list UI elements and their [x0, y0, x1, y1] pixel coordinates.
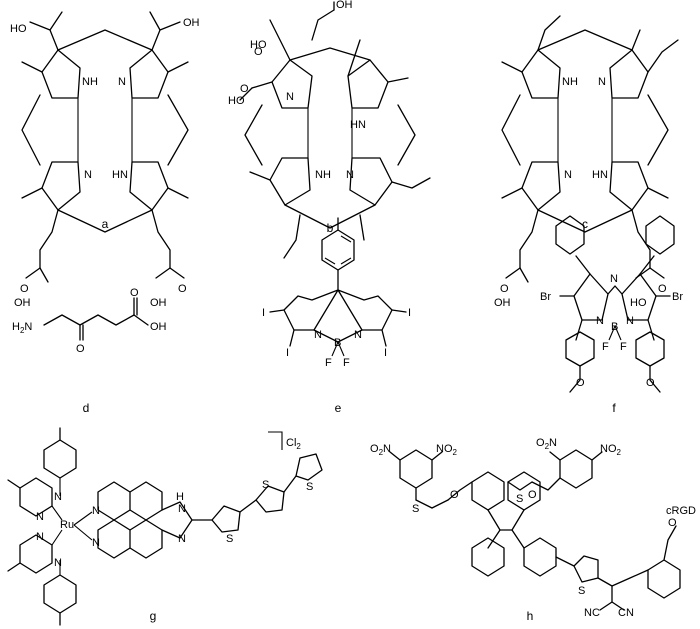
atom-n-f3: N	[626, 315, 634, 327]
atom-n-g2: N	[36, 511, 44, 523]
atom-hn-c: HN	[592, 169, 608, 181]
atom-nh-c: NH	[562, 76, 578, 88]
atom-cn-h: CN	[618, 607, 634, 619]
atom-f-e2: F	[343, 357, 350, 369]
atom-nc-h: NC	[584, 607, 600, 619]
label-d: d	[83, 401, 90, 415]
atom-n-g7: N	[178, 503, 186, 515]
atom-ho-c: HO	[630, 297, 647, 309]
atom-s-h3: S	[578, 585, 585, 597]
structure-e: I I I I N N B F F e	[262, 217, 411, 415]
atom-n-g6: N	[92, 537, 100, 549]
atom-hn-b: HN	[350, 119, 366, 131]
label-b: b	[327, 221, 334, 235]
atom-s-g3: S	[306, 481, 313, 493]
atom-ho-a: HO	[10, 23, 27, 35]
atom-n-c1: N	[598, 76, 606, 88]
atom-nh-a: NH	[82, 76, 98, 88]
atom-n-b1: N	[286, 91, 294, 103]
atom-hn-a: HN	[112, 169, 128, 181]
label-e: e	[335, 401, 342, 415]
atom-o-c2: O	[658, 283, 667, 295]
structure-b: OH HO O HO O N HN NH N b	[228, 0, 431, 259]
structure-h: O2N NO2 O2N NO2 S O O S S NC CN O cRGD h	[370, 437, 696, 623]
atom-ho-b: HO	[250, 39, 267, 51]
atom-no2-h1: NO2	[436, 443, 458, 457]
atom-n-g8: N	[178, 533, 186, 545]
atom-o-b2: O	[240, 83, 249, 95]
atom-oh-b1: OH	[336, 0, 353, 11]
atom-n-a2: N	[84, 169, 92, 181]
atom-oh-d: OH	[150, 321, 167, 333]
atom-o-d1: O	[76, 343, 85, 355]
atom-b-f: B	[611, 321, 618, 333]
atom-s-g1: S	[226, 533, 233, 545]
atom-cl-g: Cl2	[286, 437, 301, 451]
atom-n-e1: N	[314, 329, 322, 341]
atom-n-g5: N	[92, 505, 100, 517]
label-f: f	[612, 401, 616, 415]
atom-o-a2: O	[178, 283, 187, 295]
atom-o-h1: O	[450, 489, 459, 501]
structure-d: H2N O O OH d	[12, 287, 167, 415]
atom-n-g4: N	[54, 557, 62, 569]
label-c: c	[582, 217, 588, 231]
label-h: h	[527, 609, 534, 623]
label-g: g	[150, 609, 157, 623]
atom-s-g2: S	[262, 479, 269, 491]
atom-o-h2: O	[528, 489, 537, 501]
atom-ho-b2: HO	[228, 95, 245, 107]
atom-i-e3: I	[286, 347, 289, 359]
atom-n-b2: N	[346, 169, 354, 181]
atom-s-h2: S	[516, 493, 523, 505]
atom-no2-h2: NO2	[600, 443, 622, 457]
atom-o-c1: O	[500, 283, 509, 295]
atom-i-e2: I	[408, 307, 411, 319]
atom-nh-b: NH	[315, 169, 331, 181]
atom-i-e4: I	[384, 347, 387, 359]
structure-f: N Br Br N N B F F O O f	[540, 215, 683, 415]
atom-oh-a3: OH	[150, 297, 167, 309]
atom-o2n-h2: O2N	[536, 437, 557, 451]
atom-f-e1: F	[325, 357, 332, 369]
atom-i-e1: I	[262, 307, 265, 319]
atom-h-g: H	[176, 491, 184, 503]
atom-n-f1: N	[610, 273, 618, 285]
atom-h2n-d: H2N	[12, 321, 32, 335]
atom-o-f2: O	[646, 377, 655, 389]
structure-g: Cl2 Ru N N N N N N H N N S S S g	[7, 427, 323, 626]
atom-n-e2: N	[354, 329, 362, 341]
atom-n-c2: N	[564, 169, 572, 181]
structure-a: HO OH NH N N HN O OH OH O a	[10, 11, 200, 309]
atom-crgd-h: cRGD	[666, 505, 696, 517]
atom-n-g3: N	[36, 531, 44, 543]
atom-b-e: B	[334, 337, 341, 349]
atom-oh-a2: OH	[14, 297, 31, 309]
atom-o-d2: O	[130, 287, 139, 299]
atom-o-b1: O	[254, 46, 263, 58]
atom-n-a1: N	[118, 76, 126, 88]
atom-f-f1: F	[602, 341, 609, 353]
atom-o-a1: O	[20, 283, 29, 295]
atom-br-f2: Br	[672, 291, 683, 303]
atom-o2n-h: O2N	[370, 443, 391, 457]
atom-n-g1: N	[54, 491, 62, 503]
atom-oh-a: OH	[183, 17, 200, 29]
atom-o-h3: O	[668, 517, 677, 529]
label-a: a	[102, 217, 109, 231]
atom-o-f1: O	[576, 377, 585, 389]
atom-n-f2: N	[596, 315, 604, 327]
atom-f-f2: F	[620, 341, 627, 353]
structure-c: NH N N HN O OH HO O c	[494, 15, 679, 309]
atom-s-h1: S	[412, 503, 419, 515]
atom-oh-c1: OH	[494, 297, 511, 309]
atom-ru-g: Ru	[60, 519, 74, 531]
atom-br-f1: Br	[540, 291, 551, 303]
